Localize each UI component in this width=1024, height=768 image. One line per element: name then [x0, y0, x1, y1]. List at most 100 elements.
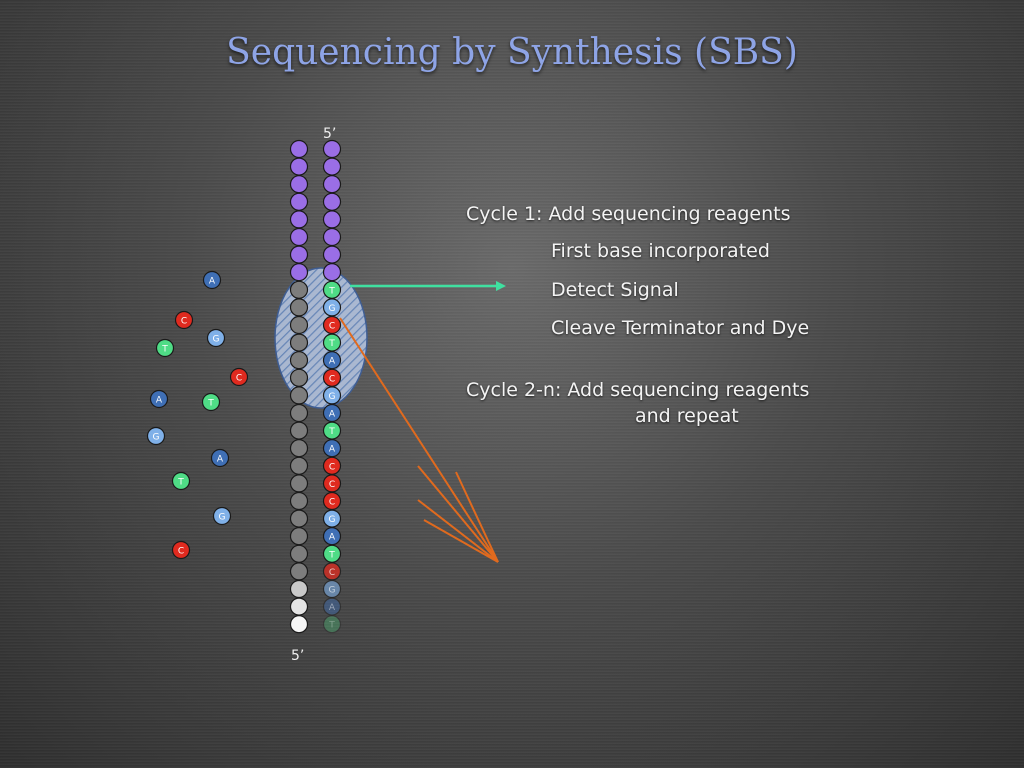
base-c-bead	[322, 315, 342, 335]
free-nucleotide-letter: C	[236, 374, 242, 384]
template-bead	[289, 474, 309, 493]
base-letter: T	[328, 621, 335, 631]
base-g-bead	[322, 509, 342, 528]
base-letter: C	[329, 374, 335, 384]
base-letter: A	[329, 603, 336, 613]
base-g-bead	[322, 579, 342, 599]
base-letter: C	[329, 568, 335, 578]
base-letter: T	[328, 339, 335, 349]
base-letter: A	[329, 410, 336, 420]
base-letter: C	[329, 498, 335, 508]
free-nucleotide-letter: G	[213, 335, 220, 345]
free-nucleotide-t	[171, 471, 191, 491]
free-nucleotide-letter: T	[177, 478, 184, 488]
free-nucleotide-c	[174, 310, 194, 330]
primer-bead	[289, 210, 309, 229]
template-bead	[289, 597, 309, 616]
template-bead	[289, 562, 309, 581]
base-a-bead	[322, 597, 342, 616]
template-bead	[289, 491, 309, 511]
template-bead	[289, 544, 309, 563]
primer-bead	[322, 263, 342, 282]
template-bead	[289, 421, 309, 440]
base-letter: C	[329, 480, 335, 490]
free-nucleotide-letter: T	[207, 399, 214, 409]
free-nucleotide-c	[171, 540, 191, 560]
cycle2-step-line1: Cycle 2-n: Add sequencing reagents	[466, 379, 810, 401]
base-letter: C	[329, 462, 335, 472]
free-nucleotide-letter: G	[219, 513, 226, 523]
primer-bead	[322, 210, 342, 229]
detect-signal-step: Detect Signal	[551, 279, 679, 301]
base-letter: A	[329, 357, 336, 367]
base-c-bead	[322, 456, 342, 475]
template-bead	[289, 280, 309, 299]
base-letter: G	[329, 392, 336, 402]
template-bead	[289, 579, 309, 599]
free-nucleotide-letter: T	[161, 345, 168, 355]
primer-bead	[322, 227, 342, 247]
base-letter: A	[329, 533, 336, 543]
free-nucleotide-g	[212, 506, 232, 526]
base-t-bead	[322, 544, 342, 563]
cycle1-step: Cycle 1: Add sequencing reagents	[466, 203, 791, 225]
template-bead	[289, 439, 309, 458]
template-bead	[289, 527, 309, 546]
signal-burst	[339, 317, 499, 563]
primer-bead	[322, 157, 342, 176]
template-bead	[289, 456, 309, 475]
primer-bead	[322, 192, 342, 211]
free-nucleotide-g	[146, 426, 166, 446]
template-bead	[289, 615, 309, 634]
free-nucleotide-g	[206, 328, 226, 348]
template-bead	[289, 509, 309, 528]
primer-bead	[289, 139, 309, 159]
cleave-step: Cleave Terminator and Dye	[551, 317, 810, 339]
primer-bead	[322, 139, 342, 159]
base-a-bead	[322, 403, 342, 423]
primer-bead	[289, 192, 309, 211]
base-t-bead	[322, 421, 342, 440]
free-nucleotide-letter: G	[153, 433, 160, 443]
base-t-bead	[322, 333, 342, 352]
bottom-5prime-label: 5’	[291, 648, 305, 664]
primer-bead	[289, 157, 309, 176]
base-letter: G	[329, 515, 336, 525]
base-letter: T	[328, 427, 335, 437]
free-nucleotide-letter: A	[156, 396, 163, 406]
free-nucleotide-t	[201, 392, 221, 412]
slide-title: Sequencing by Synthesis (SBS)	[226, 32, 798, 73]
free-nucleotide-letter: A	[217, 455, 224, 465]
primer-bead	[289, 175, 309, 194]
free-nucleotides: A C G T C A T G A T G C	[146, 270, 249, 560]
template-bead	[289, 351, 309, 370]
free-nucleotide-letter: A	[209, 277, 216, 287]
primer-bead	[289, 227, 309, 247]
free-nucleotide-c	[229, 367, 249, 387]
base-letter: G	[329, 304, 336, 314]
first-base-step: First base incorporated	[551, 240, 770, 262]
base-g-bead	[322, 386, 342, 405]
base-g-bead	[322, 298, 342, 317]
primer-bead	[322, 245, 342, 264]
primer-bead	[289, 263, 309, 282]
base-letter: A	[329, 445, 336, 455]
top-5prime-label: 5’	[323, 126, 337, 142]
detect-arrow	[350, 281, 506, 291]
template-bead	[289, 315, 309, 335]
base-letter: G	[329, 586, 336, 596]
template-bead	[289, 386, 309, 405]
free-nucleotide-a	[210, 448, 230, 468]
template-bead	[289, 333, 309, 352]
primer-bead	[289, 245, 309, 264]
free-nucleotide-a	[149, 389, 169, 409]
template-bead	[289, 368, 309, 387]
primer-template-strand	[289, 139, 309, 634]
free-nucleotide-letter: C	[181, 317, 187, 327]
template-bead	[289, 298, 309, 317]
free-nucleotide-letter: C	[178, 547, 184, 557]
base-c-bead	[322, 474, 342, 493]
base-letter: T	[328, 286, 335, 296]
